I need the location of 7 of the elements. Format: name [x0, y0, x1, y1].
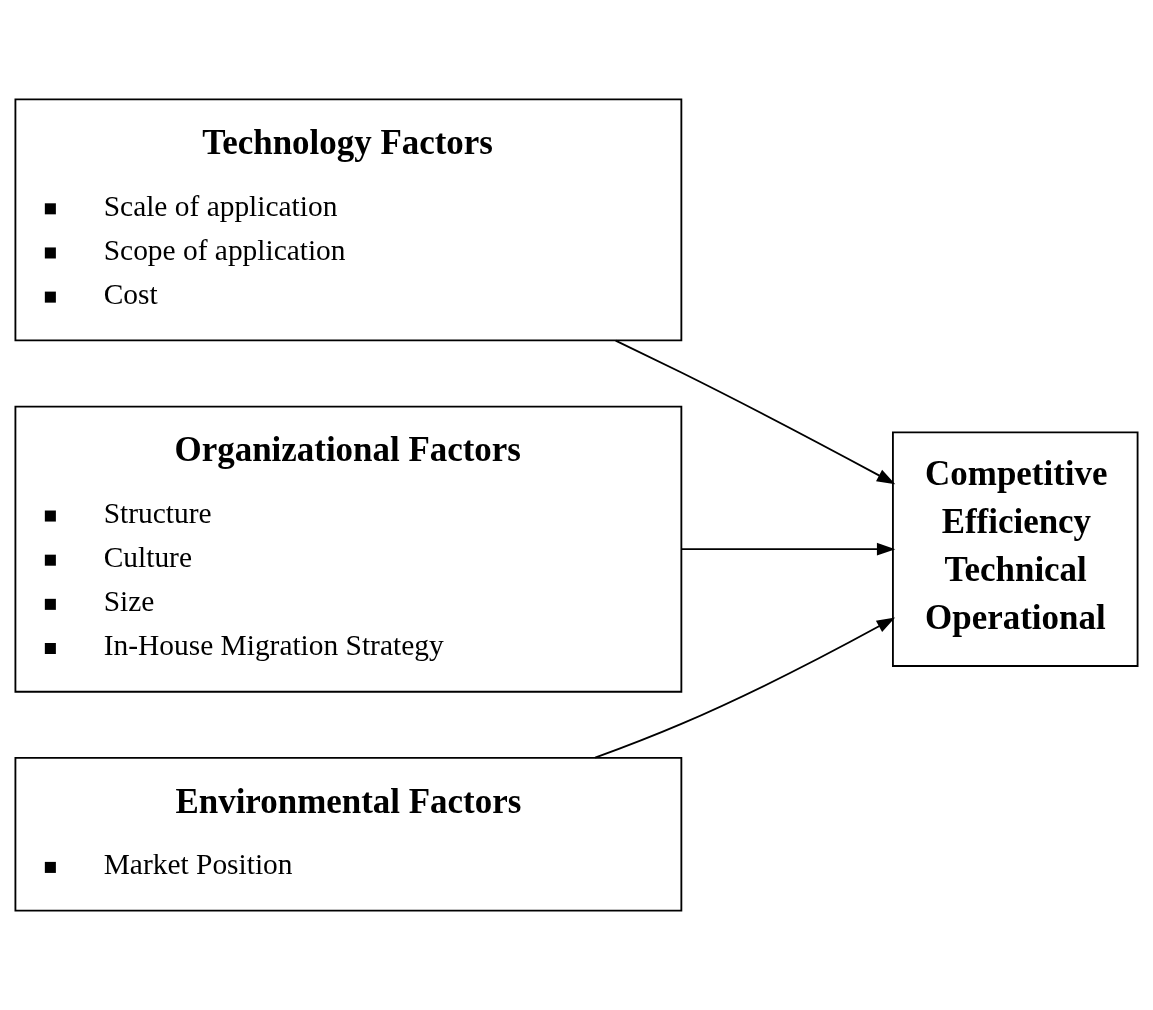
node-box: Organizational Factors Structure Culture Size In-House Migration Strategy [14, 405, 683, 693]
arrow [614, 339, 896, 485]
node-box: Competitive Efficiency Technical Operational [892, 431, 1139, 667]
node-box: Technology Factors Scale of application Scope of application Cost [14, 98, 683, 342]
arrow [594, 617, 896, 759]
arrow [680, 542, 896, 556]
node-box: Environmental Factors Market Position [14, 757, 683, 912]
